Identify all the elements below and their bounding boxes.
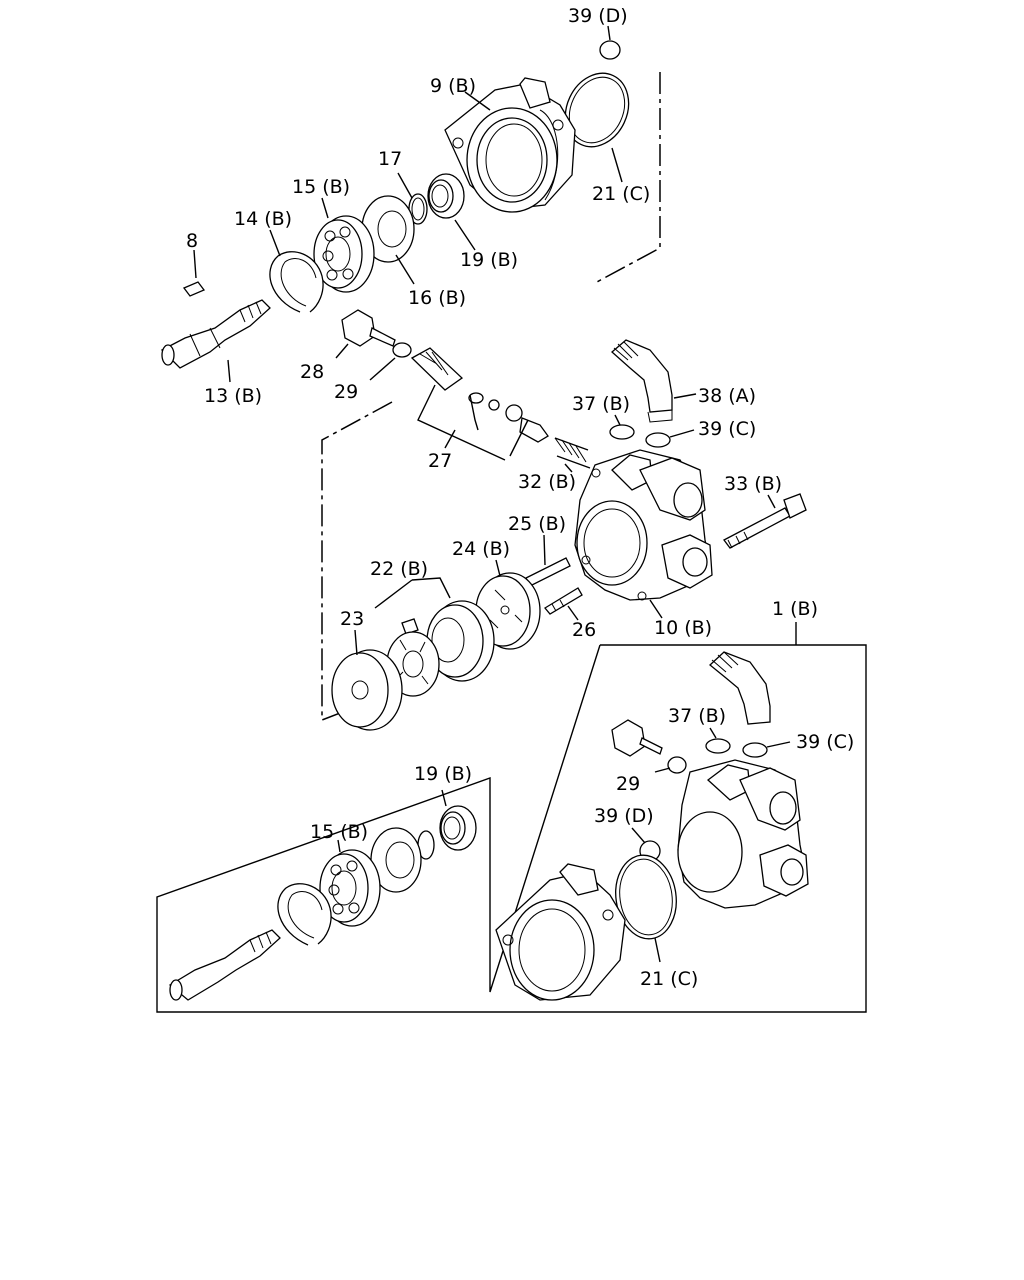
bearing-15b-top [313, 215, 375, 293]
label-25b: 25 (B) [508, 513, 566, 535]
oring-21c-bottom [615, 854, 677, 940]
label-26: 26 [572, 619, 596, 641]
seal-19b-bottom [439, 805, 477, 851]
label-37b-top: 37 (B) [572, 393, 630, 415]
bearing-15b-bottom [319, 849, 381, 927]
label-16b: 16 (B) [408, 287, 466, 309]
plug-lower [611, 719, 663, 757]
housing-9b [444, 77, 576, 213]
label-13b: 13 (B) [204, 385, 262, 407]
label-39c-bottom: 39 (C) [796, 731, 854, 753]
end-plate-23 [331, 649, 403, 731]
label-10b: 10 (B) [654, 617, 712, 639]
label-14b: 14 (B) [234, 208, 292, 230]
cover-10b [574, 449, 713, 601]
plug-28 [341, 309, 396, 347]
label-24b: 24 (B) [452, 538, 510, 560]
label-28: 28 [300, 361, 324, 383]
label-22b: 22 (B) [370, 558, 428, 580]
oring-37b-top [609, 424, 635, 440]
oring-39d-top [599, 40, 621, 60]
seal-19b-top [427, 173, 465, 219]
label-27: 27 [428, 450, 452, 472]
label-15b-top: 15 (B) [292, 176, 350, 198]
label-29-bottom: 29 [616, 773, 640, 795]
spring-32b [554, 437, 591, 469]
bolt-33b [723, 493, 807, 549]
label-39d-bottom: 39 (D) [594, 805, 654, 827]
label-8: 8 [186, 230, 198, 252]
oring-21c-top [564, 72, 630, 148]
shaft-lower [168, 929, 281, 1001]
label-37b-bottom: 37 (B) [668, 705, 726, 727]
cover-lower [677, 759, 809, 909]
relief-valve-spool [410, 347, 549, 443]
label-33b: 33 (B) [724, 473, 782, 495]
label-21c-top: 21 (C) [592, 183, 650, 205]
label-19b-top: 19 (B) [460, 249, 518, 271]
label-9b: 9 (B) [430, 75, 476, 97]
screw-26 [544, 587, 583, 615]
upper-frame-right [594, 72, 661, 284]
pin-25b [525, 557, 571, 587]
label-32b: 32 (B) [518, 471, 576, 493]
elbow-38a [611, 339, 673, 423]
label-29-top: 29 [334, 381, 358, 403]
label-1b: 1 (B) [772, 598, 818, 620]
label-23: 23 [340, 608, 364, 630]
oring-29-top [392, 342, 412, 358]
shaft-13b [160, 299, 271, 369]
housing-lower [495, 863, 626, 1001]
cam-ring-22b [401, 600, 495, 682]
elbow-lower [709, 651, 771, 725]
oring-29-bottom [667, 756, 687, 774]
oring-39c-bottom [742, 742, 768, 758]
label-15b-bottom: 15 (B) [310, 821, 368, 843]
label-17: 17 [378, 148, 402, 170]
key-8 [182, 281, 206, 297]
assembly-1b-box [156, 644, 867, 1013]
circlip-14b [269, 251, 324, 313]
circlip-lower [277, 883, 332, 946]
oring-39c-top [645, 432, 671, 448]
label-38a: 38 (A) [698, 385, 756, 407]
label-19b-bottom: 19 (B) [414, 763, 472, 785]
label-39d-top: 39 (D) [568, 5, 628, 27]
label-39c-top: 39 (C) [698, 418, 756, 440]
label-21c-bottom: 21 (C) [640, 968, 698, 990]
oring-37b-bottom [705, 738, 731, 754]
